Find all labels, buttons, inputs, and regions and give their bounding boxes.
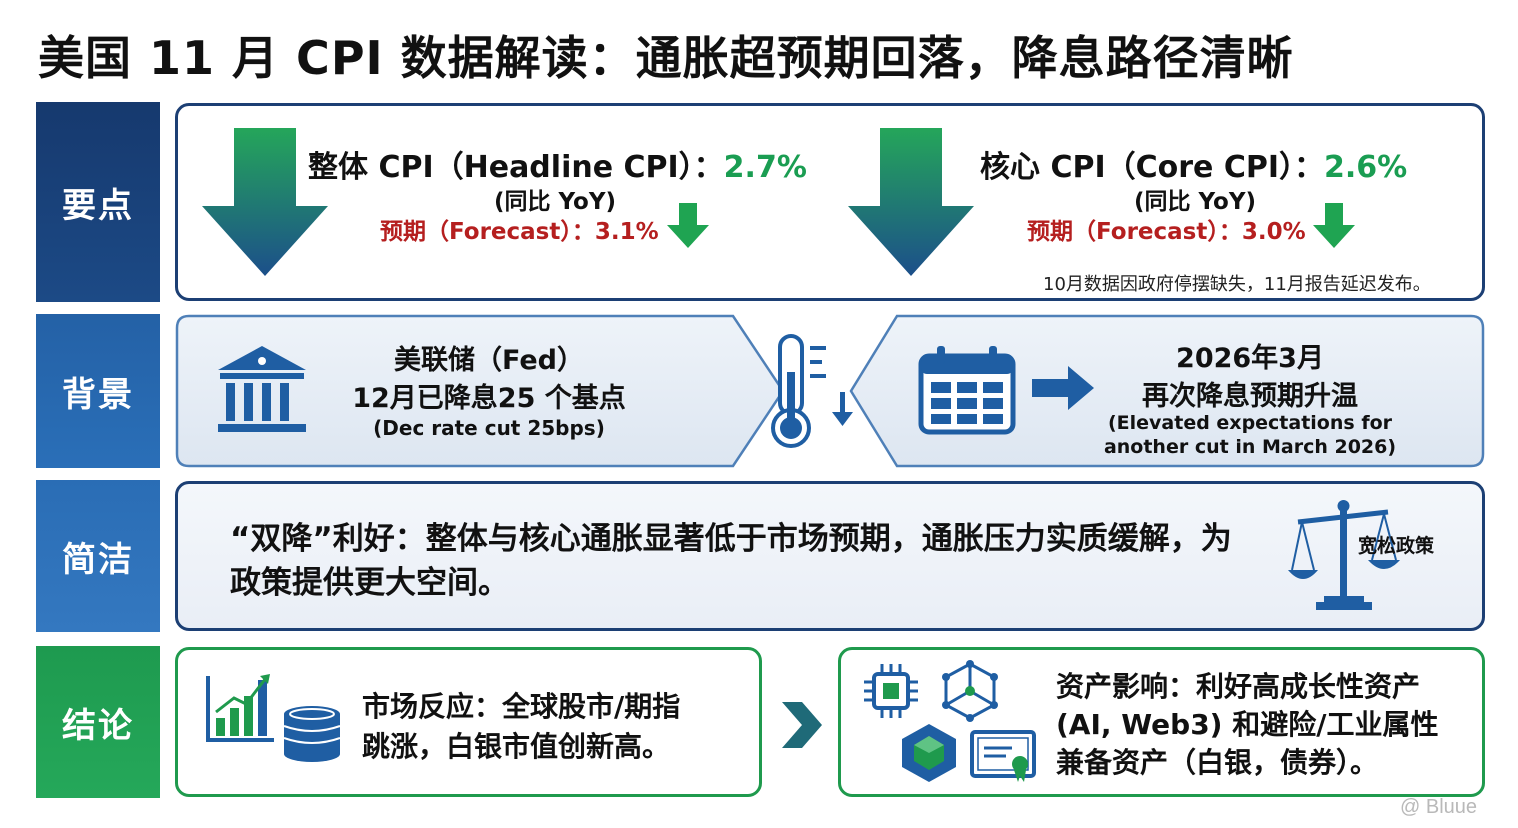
certificate-icon (970, 730, 1036, 782)
page-title: 美国 11 月 CPI 数据解读：通胀超预期回落，降息路径清晰 (38, 31, 1294, 85)
headline-yoy: (同比 YoY) (493, 189, 617, 215)
assets-line-1: 资产影响：利好高成长性资产 (1056, 670, 1421, 703)
fed-rate-cut-en: (Dec rate cut 25bps) (373, 416, 605, 440)
outlook-date: 2026年3月 (1176, 343, 1324, 374)
thermometer-icon (771, 334, 853, 448)
down-arrow-icon (848, 128, 974, 276)
data-note: 10月数据因政府停摆缺失，11月报告延迟发布。 (1043, 274, 1431, 295)
headline-cpi: 整体 CPI（Headline CPI）：2.7% (308, 142, 807, 186)
section-label-conclusion: 结论 (36, 646, 160, 798)
outlook-expectation: 再次降息预期升温 (1142, 381, 1358, 412)
core-cpi-value: 2.6% (1324, 150, 1408, 185)
fed-title: 美联储（Fed） (394, 345, 584, 376)
down-arrow-icon (667, 203, 709, 248)
down-arrow-icon (202, 128, 328, 276)
down-arrow-icon (1313, 203, 1355, 248)
section-label-summary: 简洁 (36, 480, 160, 632)
summary-card (175, 481, 1485, 631)
bar-chart-icon (206, 674, 274, 742)
summary-text: “双降”利好：整体与核心通胀显著低于市场预期，通胀压力实质缓解，为政策提供更大空… (230, 521, 1232, 601)
assets-line-2: (AI, Web3) 和避险/工业属性 (1056, 708, 1439, 741)
section-label-key-points: 要点 (36, 102, 160, 302)
core-yoy: (同比 YoY) (1133, 189, 1257, 215)
crystal-icon (902, 724, 956, 782)
scale-icon (1288, 500, 1400, 610)
coins-icon (283, 706, 341, 762)
bank-icon (218, 346, 306, 432)
core-cpi: 核心 CPI（Core CPI）：2.6% (980, 142, 1407, 186)
market-line-2: 跳涨，白银市值创新高。 (362, 730, 671, 763)
core-forecast: 预期（Forecast）：3.0% (1027, 219, 1306, 245)
chevron-right-icon (782, 702, 822, 748)
chip-icon (864, 664, 918, 718)
section-label-background: 背景 (36, 314, 160, 468)
right-arrow-icon (1032, 366, 1094, 410)
outlook-en-1: (Elevated expectations for (1107, 412, 1393, 434)
fed-rate-cut: 12月已降息25 个基点 (352, 383, 626, 414)
key-points-card (175, 103, 1485, 301)
policy-label: 宽松政策 (1358, 535, 1435, 557)
headline-cpi-label: 整体 CPI（Headline CPI）： (308, 150, 724, 185)
market-line-1: 市场反应：全球股市/期指 (362, 690, 681, 723)
assets-line-3: 兼备资产（白银，债券）。 (1056, 746, 1379, 779)
watermark: @ Bluue (1400, 796, 1478, 818)
network-icon (942, 660, 998, 722)
core-cpi-label: 核心 CPI（Core CPI）： (980, 150, 1324, 185)
headline-cpi-value: 2.7% (723, 150, 807, 185)
headline-forecast: 预期（Forecast）：3.1% (380, 219, 659, 245)
outlook-en-2: another cut in March 2026) (1103, 436, 1397, 458)
market-card (175, 647, 762, 797)
calendar-icon (918, 346, 1016, 435)
